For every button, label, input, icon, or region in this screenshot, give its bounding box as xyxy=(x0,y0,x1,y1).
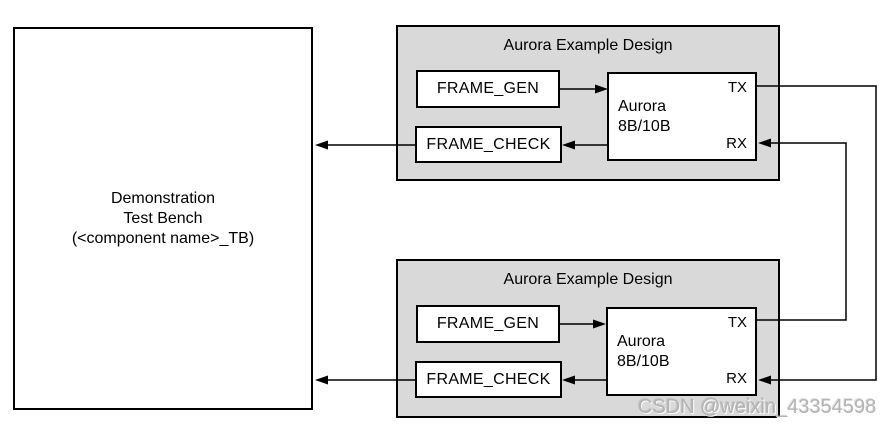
frame-check-box-bottom: FRAME_CHECK xyxy=(415,361,562,398)
frame-gen-label-bottom: FRAME_GEN xyxy=(436,315,540,332)
testbench-box: Demonstration Test Bench (<component nam… xyxy=(13,27,313,410)
aurora-core-name-line2-bottom: 8B/10B xyxy=(617,352,670,370)
frame-gen-box-bottom: FRAME_GEN xyxy=(416,305,560,343)
design-title-top: Aurora Example Design xyxy=(503,37,673,54)
aurora-example-design-bottom: Aurora Example Design FRAME_GEN FRAME_CH… xyxy=(396,259,780,418)
testbench-label: Demonstration Test Bench (<component nam… xyxy=(15,29,311,408)
arrowhead-into-testbench-bottom xyxy=(315,375,328,385)
testbench-line1: Demonstration xyxy=(110,189,216,207)
rx-port-label-bottom: RX xyxy=(726,370,747,387)
aurora-core-name-line2-top: 8B/10B xyxy=(618,117,671,135)
frame-check-box-top: FRAME_CHECK xyxy=(415,126,562,163)
aurora-core-box-bottom: Aurora 8B/10B TX RX xyxy=(606,307,757,396)
aurora-core-name-line1-bottom: Aurora xyxy=(617,332,666,350)
aurora-core-name-bottom: Aurora 8B/10B xyxy=(617,332,669,372)
frame-gen-label-top: FRAME_GEN xyxy=(436,80,540,97)
testbench-line2: Test Bench xyxy=(123,209,203,227)
aurora-example-design-top: Aurora Example Design FRAME_GEN FRAME_CH… xyxy=(396,25,780,181)
frame-check-label-top: FRAME_CHECK xyxy=(426,135,551,153)
testbench-line3: (<component name>_TB) xyxy=(71,229,255,247)
aurora-core-box-top: Aurora 8B/10B TX RX xyxy=(607,72,757,161)
arrowhead-into-testbench-top xyxy=(315,140,328,150)
rx-port-label-top: RX xyxy=(726,135,747,152)
tx-port-label-bottom: TX xyxy=(727,314,747,331)
frame-gen-box-top: FRAME_GEN xyxy=(416,70,560,108)
frame-check-label-bottom: FRAME_CHECK xyxy=(426,370,551,388)
aurora-core-name-top: Aurora 8B/10B xyxy=(618,97,670,137)
aurora-core-name-line1-top: Aurora xyxy=(618,97,667,115)
tx-port-label-top: TX xyxy=(727,79,747,96)
design-title-bottom: Aurora Example Design xyxy=(503,271,673,288)
watermark-text: CSDN @weixin_43354598 xyxy=(638,396,877,418)
